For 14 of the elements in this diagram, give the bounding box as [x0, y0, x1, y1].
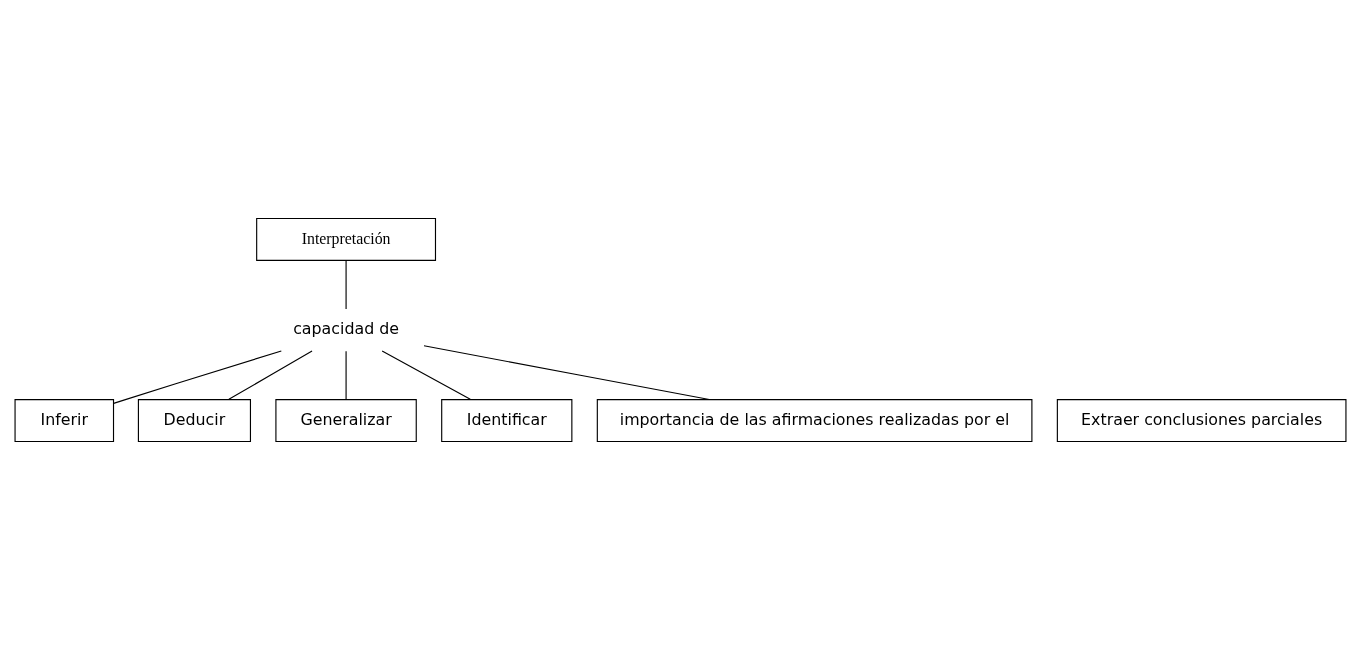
connector	[345, 350, 347, 400]
connector	[113, 350, 282, 404]
node-box: Extraer conclusiones parciales	[1056, 399, 1347, 443]
node-box: Interpretación	[256, 217, 437, 261]
connector	[381, 350, 471, 400]
node-box: importancia de las afirmaciones realizadas por el	[596, 399, 1033, 443]
node-box: Identificar	[441, 399, 573, 443]
connector	[345, 260, 347, 310]
connector	[423, 345, 710, 401]
node-box: Deducir	[137, 399, 251, 443]
node-box: Generalizar	[275, 399, 417, 443]
node-text: capacidad de	[293, 319, 400, 339]
node-box: Inferir	[14, 399, 115, 443]
connector	[228, 350, 313, 400]
